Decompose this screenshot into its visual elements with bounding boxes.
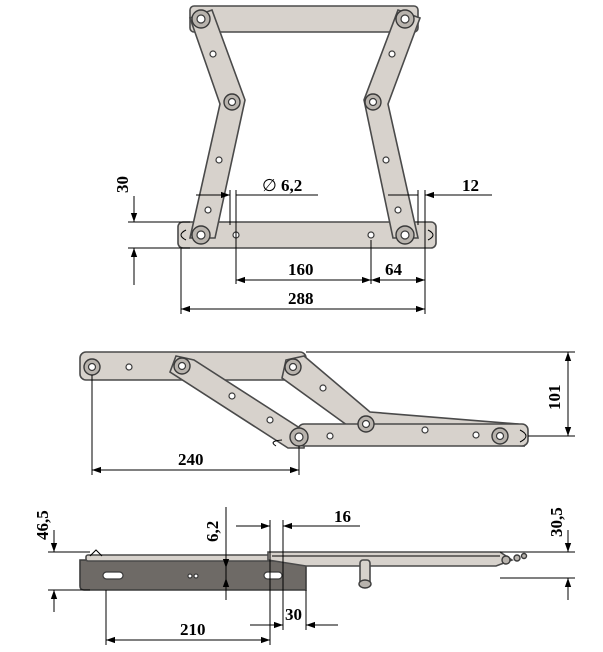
open-view: 240 101 [79,351,575,475]
dim-width-16: 16 [334,507,351,526]
dim-reach-240: 240 [178,450,204,469]
dim-offset-30: 30 [285,605,302,624]
dim-slot-6-2: 6,2 [203,521,222,542]
left-link-arm [188,8,246,239]
base-plate [79,559,307,591]
dim-thickness-46-5: 46,5 [33,510,52,540]
dim-height-101: 101 [545,385,564,411]
right-link-arm [363,8,422,239]
lower-link-arm [169,355,307,449]
side-view: 46,5 6,2 16 30,5 210 30 [33,507,575,645]
folded-arms [267,551,514,567]
dim-overall-288: 288 [288,289,314,308]
top-bar [189,5,419,33]
dim-offset-12: 12 [462,176,479,195]
dim-spacing-160: 160 [288,260,314,279]
dim-hole-6-2: 6,2 [281,176,302,195]
dim-diameter-symbol: ∅ [262,176,277,195]
dim-height-30: 30 [113,176,132,193]
dim-height-30-5: 30,5 [547,507,566,537]
front-view: 30 ∅ 6,2 12 160 64 288 [113,5,492,314]
dim-length-210: 210 [180,620,206,639]
dim-end-64: 64 [385,260,403,279]
